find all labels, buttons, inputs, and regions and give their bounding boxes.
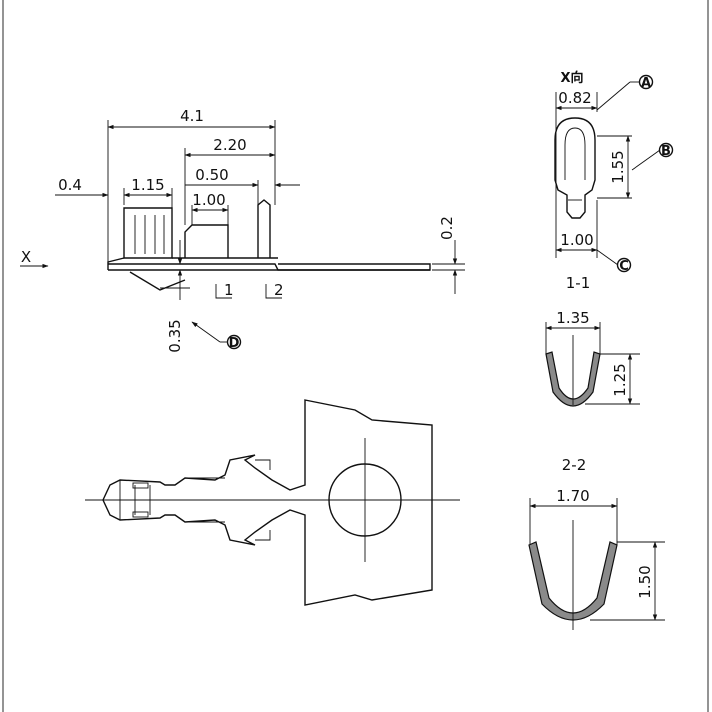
dim-box: 1.15 [131, 176, 164, 194]
callout-d-circle [226, 334, 242, 350]
dim-x-height: 1.55 [609, 150, 627, 183]
s2-profile [528, 541, 618, 621]
carrier-strip [108, 263, 431, 271]
dim-x-width: 0.82 [558, 89, 591, 107]
section-mark-2: 2 [274, 281, 284, 299]
insulation-crimp-tab [257, 199, 271, 258]
wire-crimp-wing [184, 224, 229, 258]
x-view-title: X向 [560, 70, 583, 86]
section-mark-1: 1 [224, 281, 234, 299]
callout-c-label: C [619, 259, 629, 274]
dim-thickness: 0.2 [438, 216, 456, 240]
s1-profile [545, 351, 601, 407]
section-1-1: 1.35 1.25 [545, 309, 640, 407]
dim-front: 0.4 [58, 176, 82, 194]
section-label-2-2: 2-2 [562, 456, 587, 474]
callout-a-label: A [641, 76, 651, 91]
dim-s2-width: 1.70 [556, 487, 589, 505]
contact-box [123, 207, 173, 259]
section-label-1-1: 1-1 [566, 274, 591, 292]
callout-c-circle [616, 257, 632, 273]
dim-overall-length: 4.1 [180, 107, 204, 125]
dim-s1-width: 1.35 [556, 309, 589, 327]
callout-a-circle [638, 74, 654, 90]
section-2-2: 2-2 1.70 1.50 [528, 456, 665, 630]
plan-view [85, 399, 460, 606]
dim-s2-height: 1.50 [636, 565, 654, 598]
callout-d-label: D [229, 336, 240, 351]
dim-x-base: 1.00 [560, 231, 593, 249]
x-view: X向 0.82 1.55 1.00 A B C 1-1 [554, 70, 674, 292]
side-view: 4.1 2.20 0.50 1.00 0.4 1.15 [20, 107, 465, 353]
plan-outline [102, 399, 433, 606]
dim-insulation-length: 2.20 [213, 136, 246, 154]
axis-label-x: X [21, 248, 31, 266]
dim-slot: 1.00 [192, 191, 225, 209]
x-view-profile [554, 117, 596, 219]
dim-drop: 0.35 [166, 319, 184, 352]
dim-s1-height: 1.25 [611, 363, 629, 396]
callout-b-circle [658, 142, 674, 158]
dim-tab-width: 0.50 [195, 166, 228, 184]
callout-b-label: B [661, 144, 671, 159]
